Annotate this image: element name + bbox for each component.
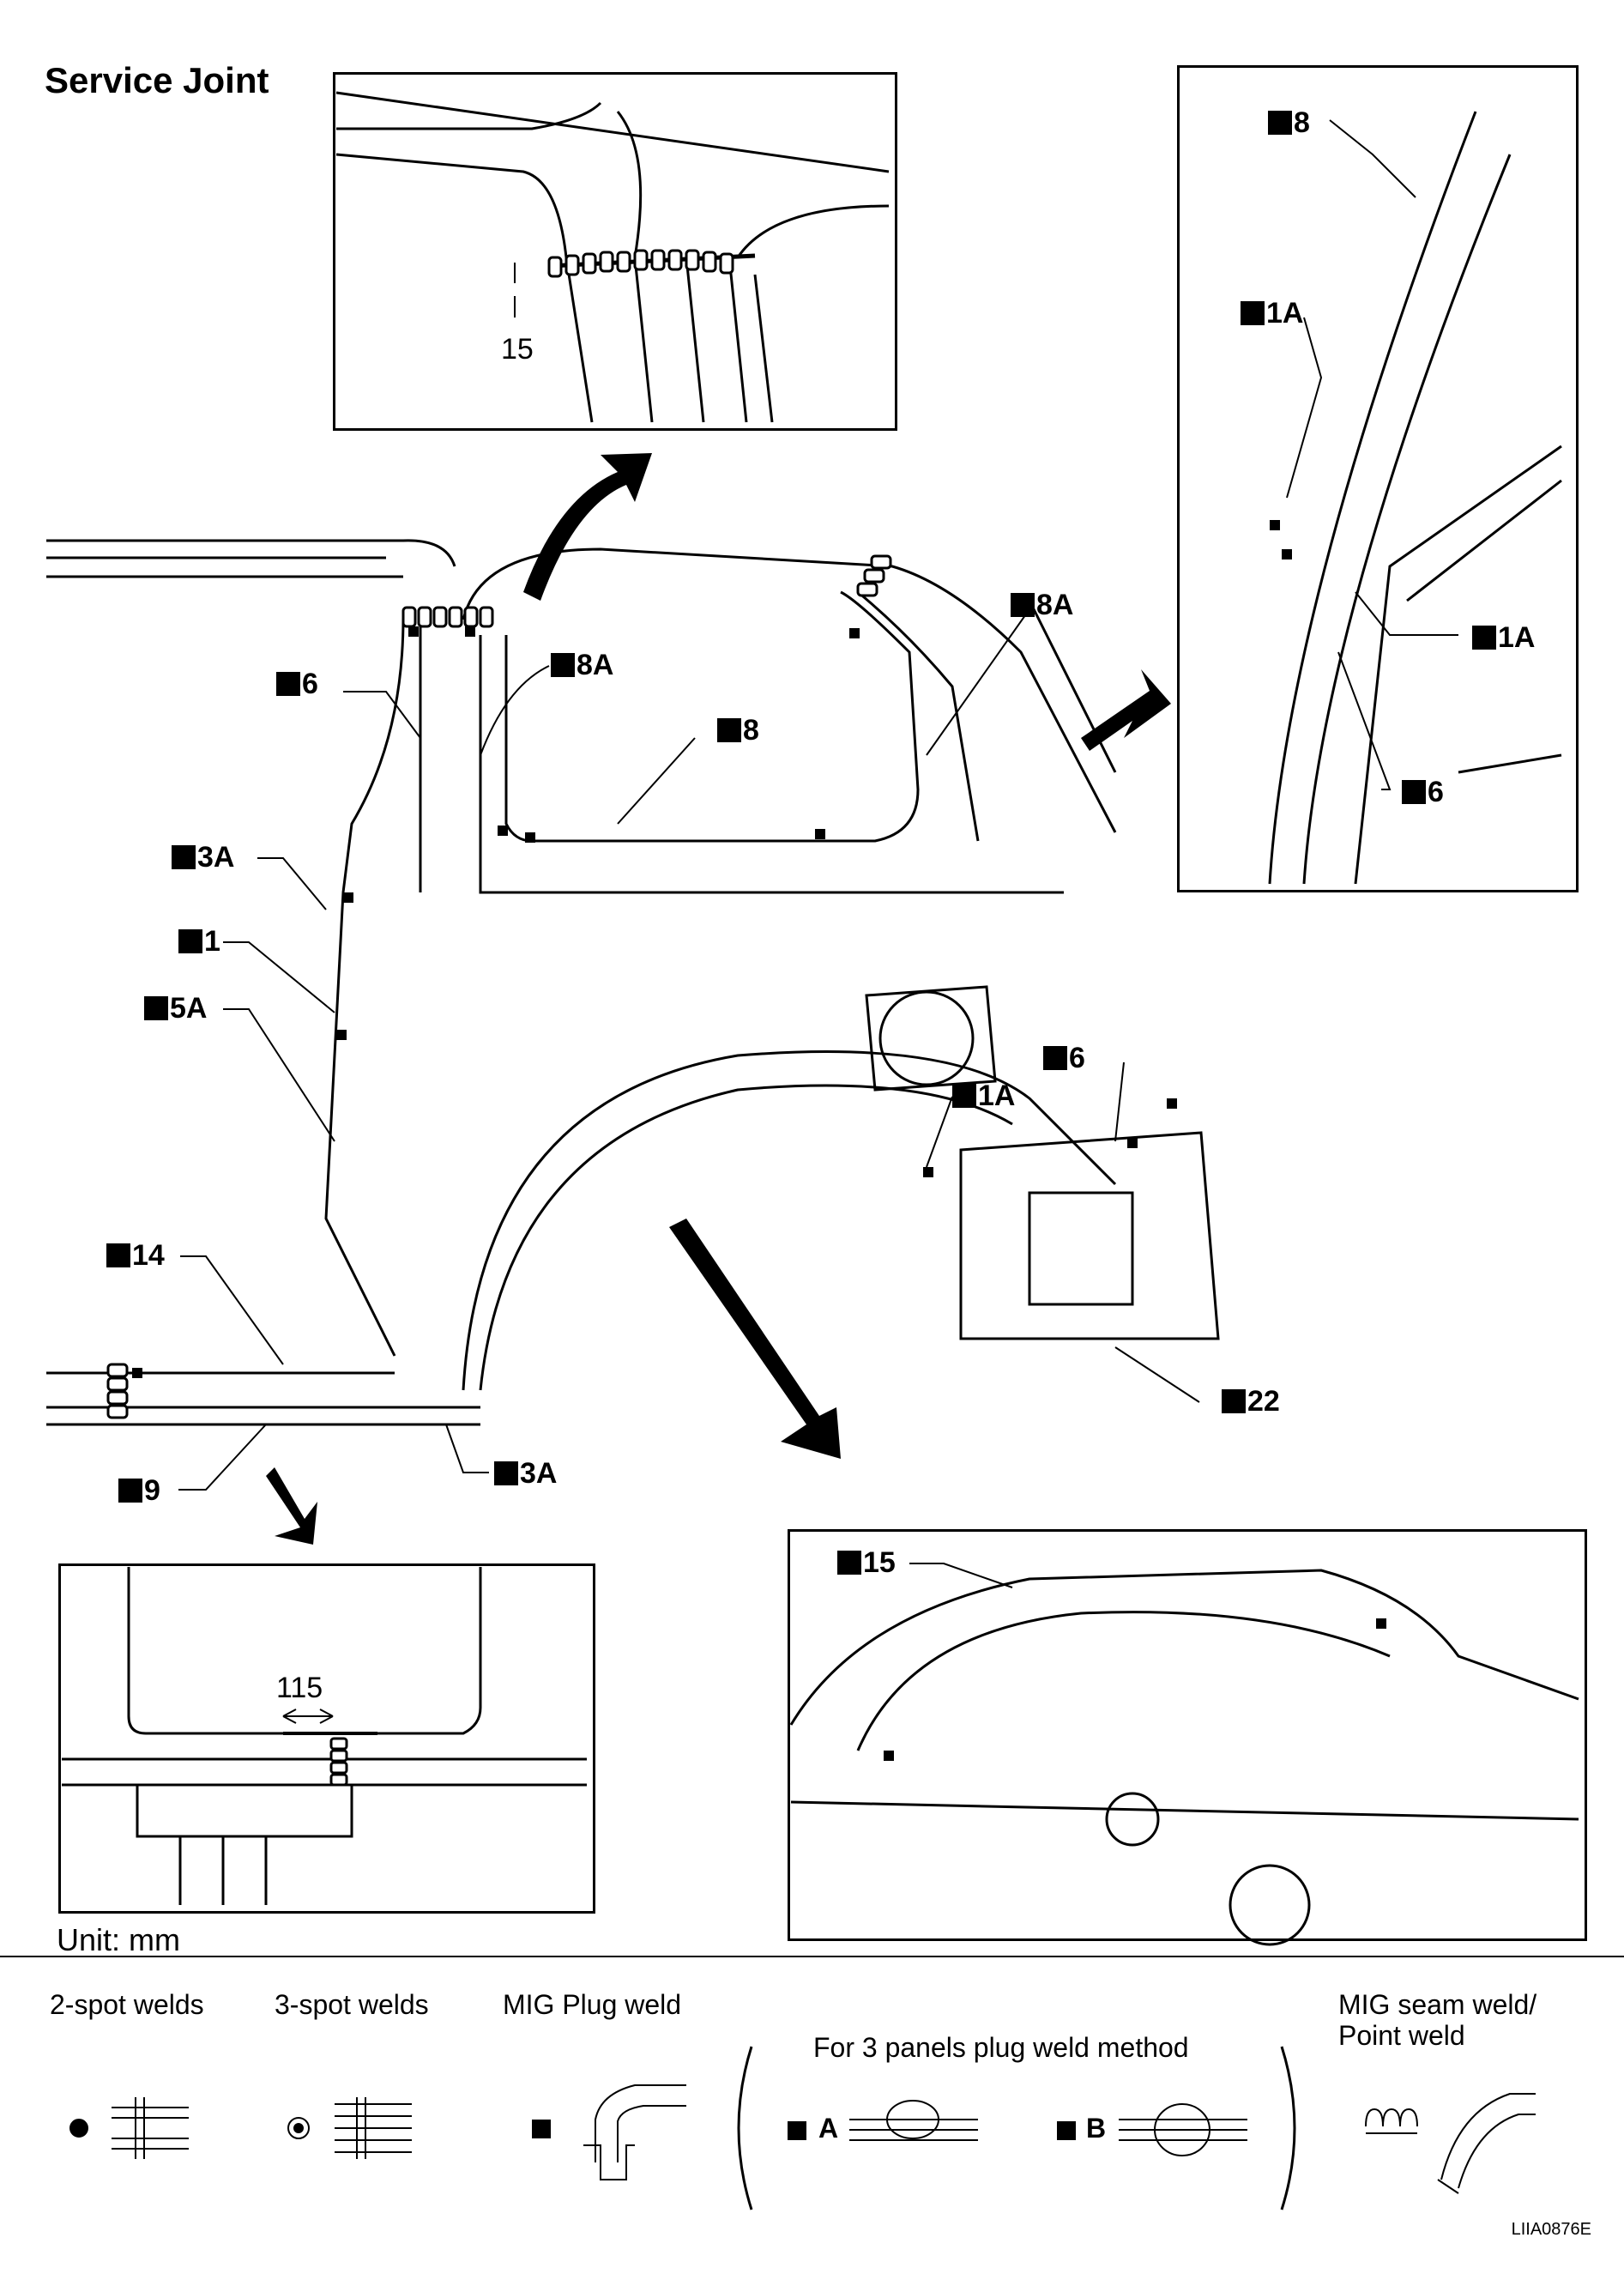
arrow-up-icon (523, 453, 652, 601)
bottom-left-detail-inset (58, 1563, 595, 1914)
arrow-down-right-icon (669, 1219, 841, 1459)
callout-1: 1 (178, 925, 220, 959)
page-title: Service Joint (45, 60, 269, 100)
callout-1a-rear: 1A (952, 1080, 1015, 1113)
callout-3a-lower: 3A (494, 1457, 557, 1491)
arrow-down-icon (266, 1467, 317, 1545)
legend-point-weld: Point weld (1338, 2020, 1465, 2051)
unit-label: Unit: mm (57, 1922, 180, 1957)
callout-8-top: 8 (1268, 106, 1310, 140)
callout-6-rear: 6 (1043, 1042, 1085, 1075)
callout-6-left: 6 (276, 668, 318, 701)
legend-mig-plug-weld: MIG Plug weld (503, 1989, 682, 2020)
callout-6-right: 6 (1402, 776, 1444, 809)
callout-22: 22 (1222, 1385, 1280, 1418)
callout-5a: 5A (144, 992, 207, 1025)
callout-14: 14 (106, 1239, 165, 1273)
right-detail-inset (1177, 65, 1579, 892)
callout-3a-upper: 3A (172, 841, 234, 874)
figure-id: LIIA0876E (1511, 2220, 1591, 2239)
callout-9: 9 (118, 1474, 160, 1508)
callout-8-mid: 8 (717, 714, 759, 747)
legend-method-a: A (818, 2113, 839, 2144)
callout-8a-right: 8A (1011, 589, 1073, 622)
callout-1a-top: 1A (1241, 297, 1303, 330)
legend-2-spot-welds: 2-spot welds (50, 1989, 204, 2020)
bottom-right-detail-inset (788, 1529, 1587, 1941)
dimension-115: 115 (276, 1672, 323, 1704)
legend-method-b: B (1086, 2113, 1107, 2144)
callout-1a-mid: 1A (1472, 621, 1535, 655)
dimension-15: 15 (501, 333, 534, 366)
callout-15: 15 (837, 1546, 896, 1580)
arrow-right-icon (1081, 669, 1171, 751)
callout-8a-left: 8A (551, 649, 613, 682)
legend-mig-seam-weld: MIG seam weld/ (1338, 1989, 1537, 2020)
legend-3-spot-welds: 3-spot welds (275, 1989, 429, 2020)
legend-3-panels-plug-weld: For 3 panels plug weld method (813, 2032, 1189, 2063)
